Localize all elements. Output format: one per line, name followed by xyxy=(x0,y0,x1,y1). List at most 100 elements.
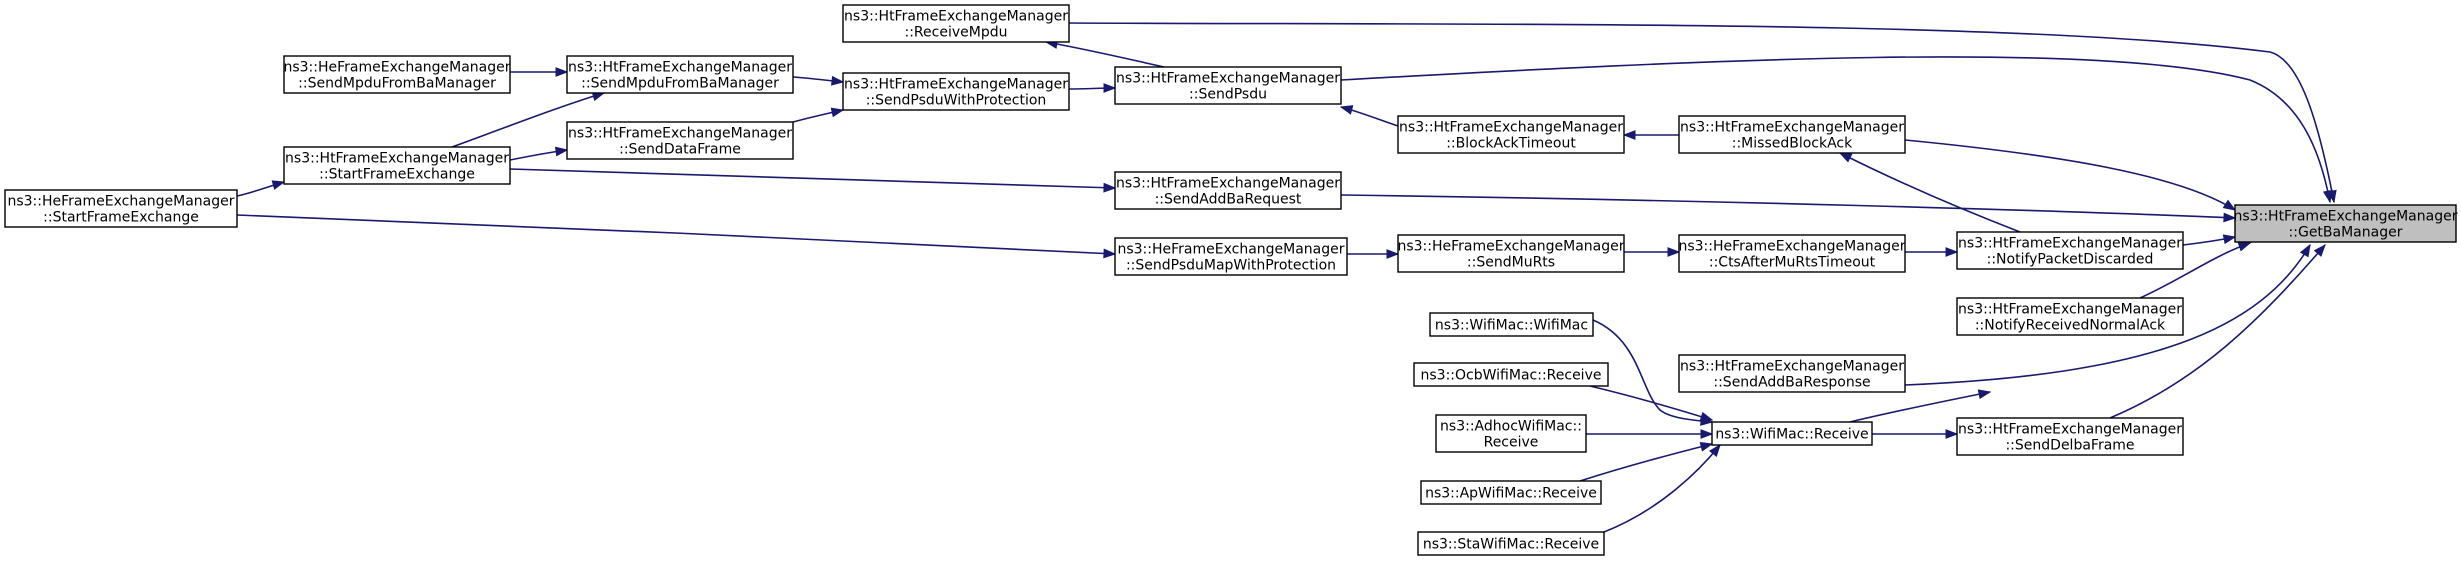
node-box xyxy=(1413,362,1609,387)
node-hesfe[interactable]: ns3::HeFrameExchangeManager::StartFrameE… xyxy=(4,189,238,228)
node-label: ns3::HeFrameExchangeManager xyxy=(1678,239,1905,255)
node-box xyxy=(283,55,511,94)
node-label: ::SendMpduFromBaManager xyxy=(298,76,496,92)
edge-addbaresp-to-root xyxy=(1904,244,2311,386)
arrowhead-sta-to-wifirecv xyxy=(1708,443,1721,458)
arrowhead-ocb-to-wifirecv xyxy=(1699,411,1714,422)
node-wifirecv[interactable]: ns3::WifiMac::Receive xyxy=(1711,421,1873,446)
edge-htsfe-to-addbareq xyxy=(509,168,1116,189)
node-box xyxy=(842,4,1070,43)
edge-wifirecv-to-addbaresp xyxy=(1849,391,1991,423)
edge-recvmpdu-to-root xyxy=(1068,22,2335,203)
node-htmpduba[interactable]: ns3::HtFrameExchangeManager::SendMpduFro… xyxy=(566,55,794,94)
node-label: ns3::HtFrameExchangeManager xyxy=(1399,120,1623,136)
edge-notifydisc-to-missed xyxy=(1839,152,2021,233)
node-box xyxy=(1429,312,1594,337)
node-label: ns3::StaWifiMac::Receive xyxy=(1423,537,1599,553)
node-blockack[interactable]: ns3::HtFrameExchangeManager::BlockAckTim… xyxy=(1397,115,1625,154)
node-box xyxy=(1397,115,1625,154)
node-label: ::SendDataFrame xyxy=(619,142,741,158)
node-label: ::CtsAfterMuRtsTimeout xyxy=(1709,255,1876,271)
node-label: Receive xyxy=(1484,435,1539,451)
node-label: ns3::HeFrameExchangeManager xyxy=(1117,242,1344,258)
node-adhoc[interactable]: ns3::AdhocWifiMac::Receive xyxy=(1435,414,1587,453)
node-root[interactable]: ns3::HtFrameExchangeManager::GetBaManage… xyxy=(2234,204,2458,243)
node-delba[interactable]: ns3::HtFrameExchangeManager::SendDelbaFr… xyxy=(1956,417,2184,456)
node-label: ::MissedBlockAck xyxy=(1732,136,1853,152)
node-missed[interactable]: ns3::HtFrameExchangeManager::MissedBlock… xyxy=(1678,115,1906,154)
node-ctsafter[interactable]: ns3::HeFrameExchangeManager::CtsAfterMuR… xyxy=(1678,234,1906,273)
node-notifyack[interactable]: ns3::HtFrameExchangeManager::NotifyRecei… xyxy=(1956,297,2184,336)
node-box xyxy=(4,189,238,228)
node-psduwp[interactable]: ns3::HtFrameExchangeManager::SendPsduWit… xyxy=(842,72,1070,111)
arrowhead-notifydisc-to-missed xyxy=(1838,152,1853,163)
node-label: ns3::HeFrameExchangeManager xyxy=(7,194,234,210)
node-sendpsdu[interactable]: ns3::HtFrameExchangeManager::SendPsdu xyxy=(1114,66,1342,105)
arrowhead-hempduba-to-htmpduba xyxy=(555,67,569,77)
node-box xyxy=(1420,480,1602,505)
node-box xyxy=(566,121,794,160)
node-label: ns3::AdhocWifiMac:: xyxy=(1440,419,1582,435)
node-label: ::NotifyReceivedNormalAck xyxy=(1975,318,2166,334)
node-box xyxy=(1956,417,2184,456)
node-sendmurts[interactable]: ns3::HeFrameExchangeManager::SendMuRts xyxy=(1397,234,1625,273)
edge-delba-to-root xyxy=(2109,244,2326,419)
edge-hesfe-to-psdumap xyxy=(236,214,1116,255)
node-notifydisc[interactable]: ns3::HtFrameExchangeManager::NotifyPacke… xyxy=(1956,231,2184,270)
node-label: ::StartFrameExchange xyxy=(319,167,475,183)
edge-missed-to-root xyxy=(1904,139,2236,211)
node-label: ns3::ApWifiMac::Receive xyxy=(1425,486,1597,502)
arrowhead-psdumap-to-sendmurts xyxy=(1386,249,1400,259)
arrowhead-ap-to-wifirecv xyxy=(1699,442,1714,452)
node-label: ns3::HtFrameExchangeManager xyxy=(1116,71,1340,87)
arrowhead-psduwp-to-sendpsdu xyxy=(1103,83,1117,93)
arrowhead-addbaresp-to-root xyxy=(2299,243,2311,258)
node-box xyxy=(842,72,1070,111)
node-sta[interactable]: ns3::StaWifiMac::Receive xyxy=(1417,531,1605,556)
node-label: ::SendAddBaResponse xyxy=(1713,375,1870,391)
node-label: ns3::HtFrameExchangeManager xyxy=(568,60,792,76)
node-htsfe[interactable]: ns3::HtFrameExchangeManager::StartFrameE… xyxy=(283,146,511,185)
node-label: ns3::HtFrameExchangeManager xyxy=(1680,359,1904,375)
node-box xyxy=(1678,354,1906,393)
node-label: ns3::OcbWifiMac::Receive xyxy=(1421,368,1602,384)
arrowhead-missed-to-root xyxy=(2222,199,2237,211)
arrowhead-hesfe-to-htsfe xyxy=(271,180,286,190)
node-label: ns3::WifiMac::WifiMac xyxy=(1435,318,1588,334)
node-label: ::SendAddBaRequest xyxy=(1155,192,1302,208)
node-label: ns3::HtFrameExchangeManager xyxy=(1958,236,2182,252)
node-label: ns3::HtFrameExchangeManager xyxy=(568,126,792,142)
arrowhead-missed-to-blockack xyxy=(1622,130,1636,140)
arrowhead-ctsafter-to-notifydisc xyxy=(1945,247,1959,257)
arrowhead-delba-to-root xyxy=(2313,243,2326,257)
call-graph-edges xyxy=(236,22,2337,533)
edge-addbareq-to-root xyxy=(1340,194,2236,219)
node-label: ns3::HtFrameExchangeManager xyxy=(1680,120,1904,136)
node-addbareq[interactable]: ns3::HtFrameExchangeManager::SendAddBaRe… xyxy=(1114,171,1342,210)
node-box xyxy=(1678,234,1906,273)
node-label: ns3::HtFrameExchangeManager xyxy=(844,9,1068,25)
node-label: ns3::HtFrameExchangeManager xyxy=(844,77,1068,93)
node-psdumap[interactable]: ns3::HeFrameExchangeManager::SendPsduMap… xyxy=(1114,237,1348,276)
node-senddata[interactable]: ns3::HtFrameExchangeManager::SendDataFra… xyxy=(566,121,794,160)
node-box xyxy=(1417,531,1605,556)
node-label: ::SendMpduFromBaManager xyxy=(581,76,779,92)
edge-wifimac-to-wifirecv xyxy=(1592,319,1713,423)
node-label: ns3::HeFrameExchangeManager xyxy=(1397,239,1624,255)
node-wifimac[interactable]: ns3::WifiMac::WifiMac xyxy=(1429,312,1594,337)
node-label: ::StartFrameExchange xyxy=(43,210,199,226)
node-ap[interactable]: ns3::ApWifiMac::Receive xyxy=(1420,480,1602,505)
node-label: ns3::HtFrameExchangeManager xyxy=(1958,422,2182,438)
arrowhead-adhoc-to-wifirecv xyxy=(1700,429,1714,439)
edge-notifyack-to-root xyxy=(2139,242,2251,299)
node-addbaresp[interactable]: ns3::HtFrameExchangeManager::SendAddBaRe… xyxy=(1678,354,1906,393)
node-hempduba[interactable]: ns3::HeFrameExchangeManager::SendMpduFro… xyxy=(283,55,511,94)
arrowhead-senddata-to-psduwp xyxy=(830,107,845,118)
node-recvmpdu[interactable]: ns3::HtFrameExchangeManager::ReceiveMpdu xyxy=(842,4,1070,43)
arrowhead-addbareq-to-root xyxy=(2223,212,2237,223)
edge-sendpsdu-to-root xyxy=(1340,56,2331,203)
edge-htsfe-to-htmpduba xyxy=(451,92,605,148)
node-ocb[interactable]: ns3::OcbWifiMac::Receive xyxy=(1413,362,1609,387)
edge-ocb-to-wifirecv xyxy=(1589,385,1713,421)
arrowhead-htsfe-to-senddata xyxy=(554,146,569,157)
